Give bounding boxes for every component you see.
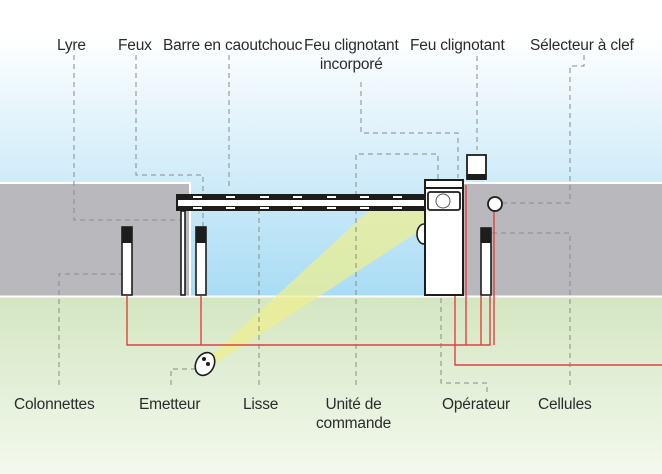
leader-operateur (440, 250, 488, 392)
label-line-2: incorporé (319, 56, 383, 73)
label-emetteur: Emetteur (139, 396, 201, 413)
label-line-1: Unité de (325, 396, 382, 413)
leader-emetteur (170, 368, 195, 385)
leader-colonnettes (58, 273, 126, 385)
leader-unite (355, 153, 439, 385)
barrier-boom (176, 194, 431, 211)
leader-lines (58, 55, 585, 392)
wiring (126, 185, 662, 366)
label-feu-clignotant: Feu clignotant (410, 37, 505, 54)
label-barre-caoutchouc: Barre en caoutchouc (163, 37, 303, 54)
key-selector (487, 196, 503, 212)
leader-feu-incorpore (360, 82, 459, 178)
label-line-2: commande (316, 415, 392, 432)
leader-selecteur (503, 55, 585, 204)
remote-transmitter (194, 351, 216, 377)
label-line-1: Feu clignotant (304, 37, 399, 54)
label-feu-clignotant-incorpore: Feu clignotant incorporé (304, 36, 399, 74)
flashing-light (466, 154, 487, 180)
label-colonnettes: Colonnettes (14, 396, 95, 413)
label-lyre: Lyre (57, 37, 86, 54)
label-cellules: Cellules (538, 396, 592, 413)
column-middle (195, 226, 207, 296)
column-left (121, 226, 133, 296)
leader-lyre (73, 55, 180, 221)
ground (0, 296, 662, 474)
operator-cabinet (416, 179, 464, 296)
leader-feux (135, 55, 204, 230)
wall-left (0, 182, 191, 296)
lyre (180, 210, 186, 296)
label-lisse: Lisse (243, 396, 279, 413)
light-beam (209, 194, 428, 362)
label-unite-commande: Unité de commande (316, 395, 391, 433)
label-selecteur-clef: Sélecteur à clef (530, 37, 634, 54)
leader-cellules (480, 232, 571, 385)
column-right (480, 227, 492, 296)
label-feux: Feux (118, 37, 152, 54)
label-operateur: Opérateur (442, 396, 510, 413)
